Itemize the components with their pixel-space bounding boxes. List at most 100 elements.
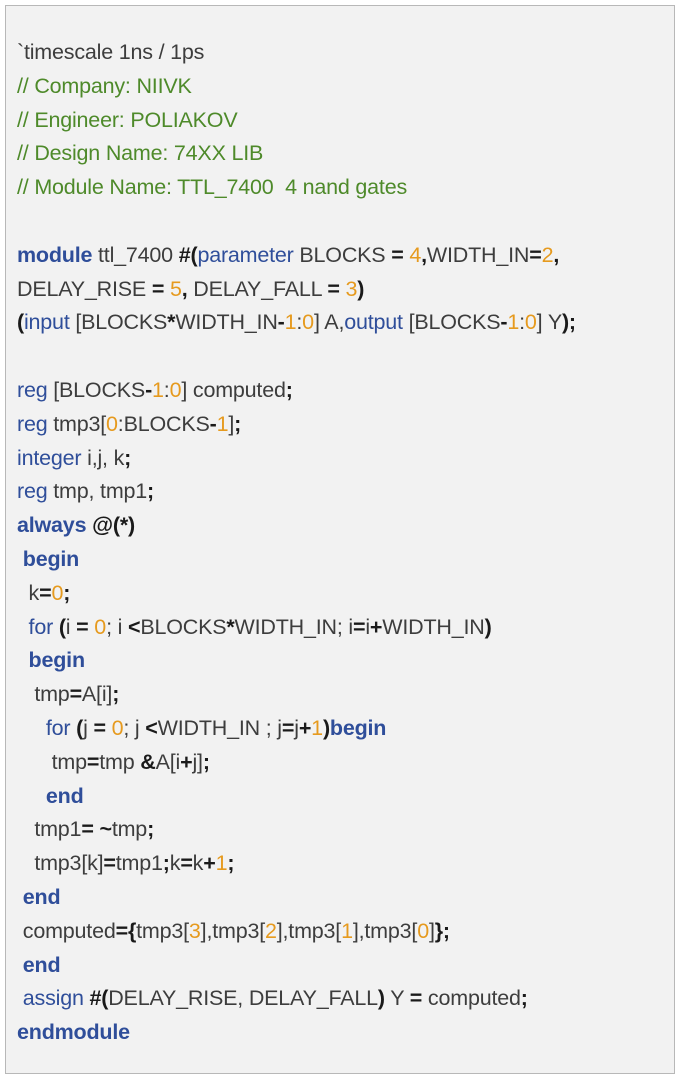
code-token: #( [89,986,109,1011]
code-token: = [86,749,100,774]
code-token: 1 [507,310,520,335]
code-token: A[i [155,749,181,774]
code-token: ); [561,310,576,335]
code-token: , [421,242,427,267]
code-token: output [344,310,403,335]
code-token: ttl_7400 [92,242,179,267]
code-token: , [181,276,188,301]
code-token: tmp [17,682,70,707]
code-token: * [167,310,176,335]
code-token: 0 [302,310,314,335]
code-token: 4 [409,242,422,267]
code-token: ] Y [536,310,563,335]
code-token: reg [17,479,48,504]
code-token [17,615,29,639]
code-token: 0 [51,580,64,605]
code-token: ; [285,377,293,402]
code-token: }; [434,918,450,943]
code-token: ; [124,445,132,470]
code-token: 1 [215,851,228,876]
code-line: end [17,949,677,983]
code-token: tmp3[ [136,918,189,943]
code-token: ; [520,986,528,1011]
code-token: = [180,851,193,876]
code-token: ] [228,411,235,436]
code-token: end [45,783,84,808]
code-token: A[i] [81,682,113,707]
code-token: tmp [99,749,141,774]
code-token: 1 [311,715,323,740]
code-token: 0 [417,918,429,943]
code-line: tmp=tmp &A[i+j]; [17,746,677,780]
code-token: tmp1 [17,817,82,842]
code-token: k [17,580,40,605]
code-line: k=0; [17,577,677,611]
code-token: ) [322,715,330,740]
code-token: 5 [169,276,182,301]
code-token: assign [22,986,84,1011]
code-token: [BLOCKS [47,377,146,402]
code-token: BLOCKS [293,242,392,267]
code-token: computed [422,986,521,1011]
code-token: WIDTH_IN; i [234,614,354,639]
code-token: `timescale 1ns / 1ps [17,40,205,64]
code-token: for [28,614,54,639]
code-token: [BLOCKS [402,310,501,335]
code-token: k [192,851,204,876]
code-token: ] A, [313,310,345,335]
code-token: ( [76,715,84,740]
code-token: 1 [152,377,164,402]
code-token: 0 [94,614,107,639]
verilog-code-block: `timescale 1ns / 1ps // Company: NIIVK // … [17,36,677,1050]
code-token: // Engineer: POLIAKOV [17,107,238,132]
code-token: i [65,614,77,639]
code-line: module ttl_7400 #(parameter BLOCKS = 4,W… [17,239,677,273]
code-token: = [352,614,366,639]
code-line: for (i = 0; i <BLOCKS*WIDTH_IN; i=i+WIDT… [17,611,677,645]
code-token: = [151,276,165,301]
code-token: begin [22,546,80,571]
code-line: // Design Name: 74XX LIB [17,137,677,171]
code-token: - [209,411,217,436]
code-token: j [83,715,94,740]
code-token: ) [484,614,492,639]
code-line: (input [BLOCKS*WIDTH_IN-1:0] A,output [B… [17,306,677,340]
code-token: + [298,715,312,740]
code-token: always [17,513,87,538]
code-line: // Engineer: POLIAKOV [17,104,677,138]
code-token: // Design Name: 74XX LIB [17,141,264,166]
code-token: tmp1 [115,851,163,876]
code-token [17,784,46,808]
code-line: integer i,j, k; [17,442,677,476]
code-token: i [365,614,370,639]
code-token: integer [17,445,82,470]
code-token: DELAY_FALL [187,276,328,301]
code-token: & [140,749,156,774]
code-token: end [22,884,61,909]
blank-line [17,205,677,239]
code-token: ) [377,986,385,1011]
code-token: : [296,310,303,335]
code-token [17,648,29,672]
code-token: 0 [169,377,182,402]
code-token: ; [112,682,120,707]
code-token: : [163,377,170,402]
code-token: ~ [99,817,112,842]
code-token: , [553,242,560,267]
code-token: j [294,715,299,740]
code-token: reg [17,411,48,436]
code-token: DELAY_RISE, DELAY_FALL [108,986,378,1011]
blank-line [17,340,677,374]
code-token: = [81,817,94,842]
code-token: :BLOCKS [117,411,210,436]
code-token: WIDTH_IN [175,310,278,335]
code-token: < [127,614,141,639]
code-line: end [17,881,677,915]
code-token: ; [227,851,235,876]
code-line: // Company: NIIVK [17,70,677,104]
code-token: module [17,242,93,267]
code-token: // Module Name: TTL_7400 4 nand gates [17,175,408,200]
code-token: for [45,715,71,740]
code-token: tmp, tmp1 [47,479,148,504]
code-token: ; [234,411,242,436]
